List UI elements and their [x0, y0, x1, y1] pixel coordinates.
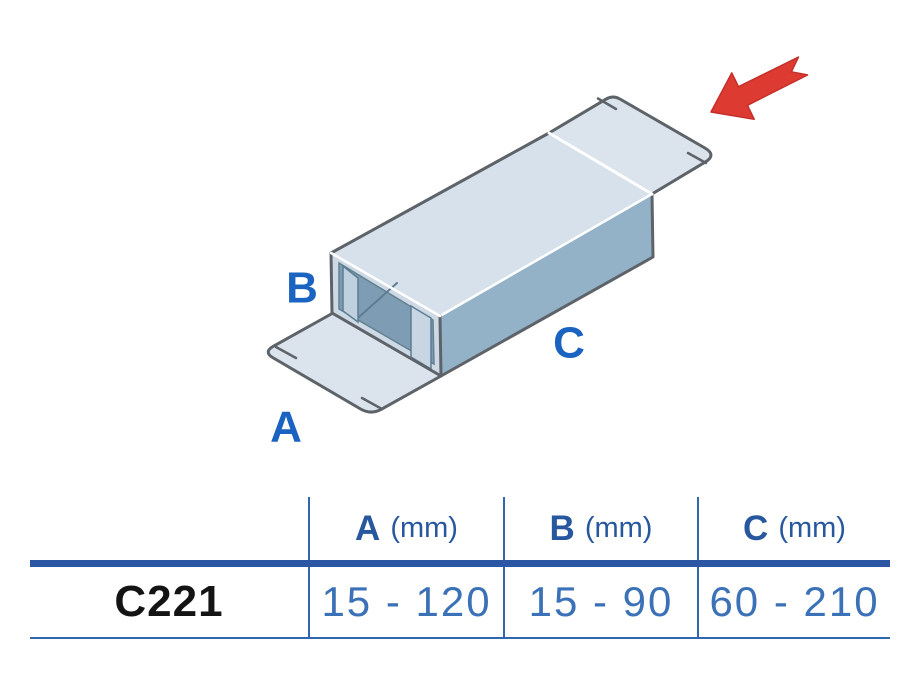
column-header-b: B (mm): [503, 497, 697, 560]
column-unit: (mm): [778, 512, 846, 544]
box-top-face-outline: [329, 131, 551, 255]
column-unit: (mm): [390, 512, 458, 544]
dimension-label-c: C: [553, 319, 585, 368]
insertion-arrow-icon: [710, 56, 809, 120]
dimension-label-b: B: [286, 264, 318, 313]
flap-notch: [596, 97, 618, 111]
flap-notch: [686, 151, 708, 165]
column-letter: A: [355, 508, 382, 548]
spec-table-header-row: A (mm) B (mm) C (mm): [30, 497, 890, 560]
box-bottom-flap-outline: [266, 311, 443, 414]
column-unit: (mm): [584, 512, 653, 544]
dimension-label-a: A: [270, 403, 302, 452]
value-b-range: 15 - 90: [503, 567, 697, 637]
box-side-face: [440, 194, 653, 376]
box-top-flap-outline: [547, 95, 713, 196]
inner-tab-left: [342, 264, 359, 324]
column-header-a: A (mm): [308, 497, 503, 560]
spec-table: A (mm) B (mm) C (mm) C221 15 - 120 15 - …: [30, 497, 890, 639]
product-code: C221: [114, 577, 224, 626]
ridge-highlight-front: [329, 251, 442, 318]
box-bottom-flap: [268, 313, 441, 413]
fold-line: [547, 131, 654, 196]
ridge-highlight: [438, 192, 654, 318]
flap-notch: [360, 396, 384, 411]
column-letter: B: [549, 508, 576, 548]
box-top-flap: [549, 97, 711, 194]
header-corner-cell: [30, 497, 308, 560]
value-c-range: 60 - 210: [697, 567, 890, 637]
front-outline: [329, 251, 443, 378]
box-top-face: [331, 133, 652, 316]
table-bottom-border: [30, 637, 890, 639]
flap-notch: [274, 345, 298, 360]
value-a-range: 15 - 120: [308, 567, 503, 637]
table-divider-thick: [30, 560, 890, 567]
column-letter: C: [743, 508, 770, 548]
spec-table-data-row: C221 15 - 120 15 - 90 60 - 210: [30, 567, 890, 637]
column-header-c: C (mm): [697, 497, 890, 560]
box-side-face-outline: [439, 192, 655, 378]
